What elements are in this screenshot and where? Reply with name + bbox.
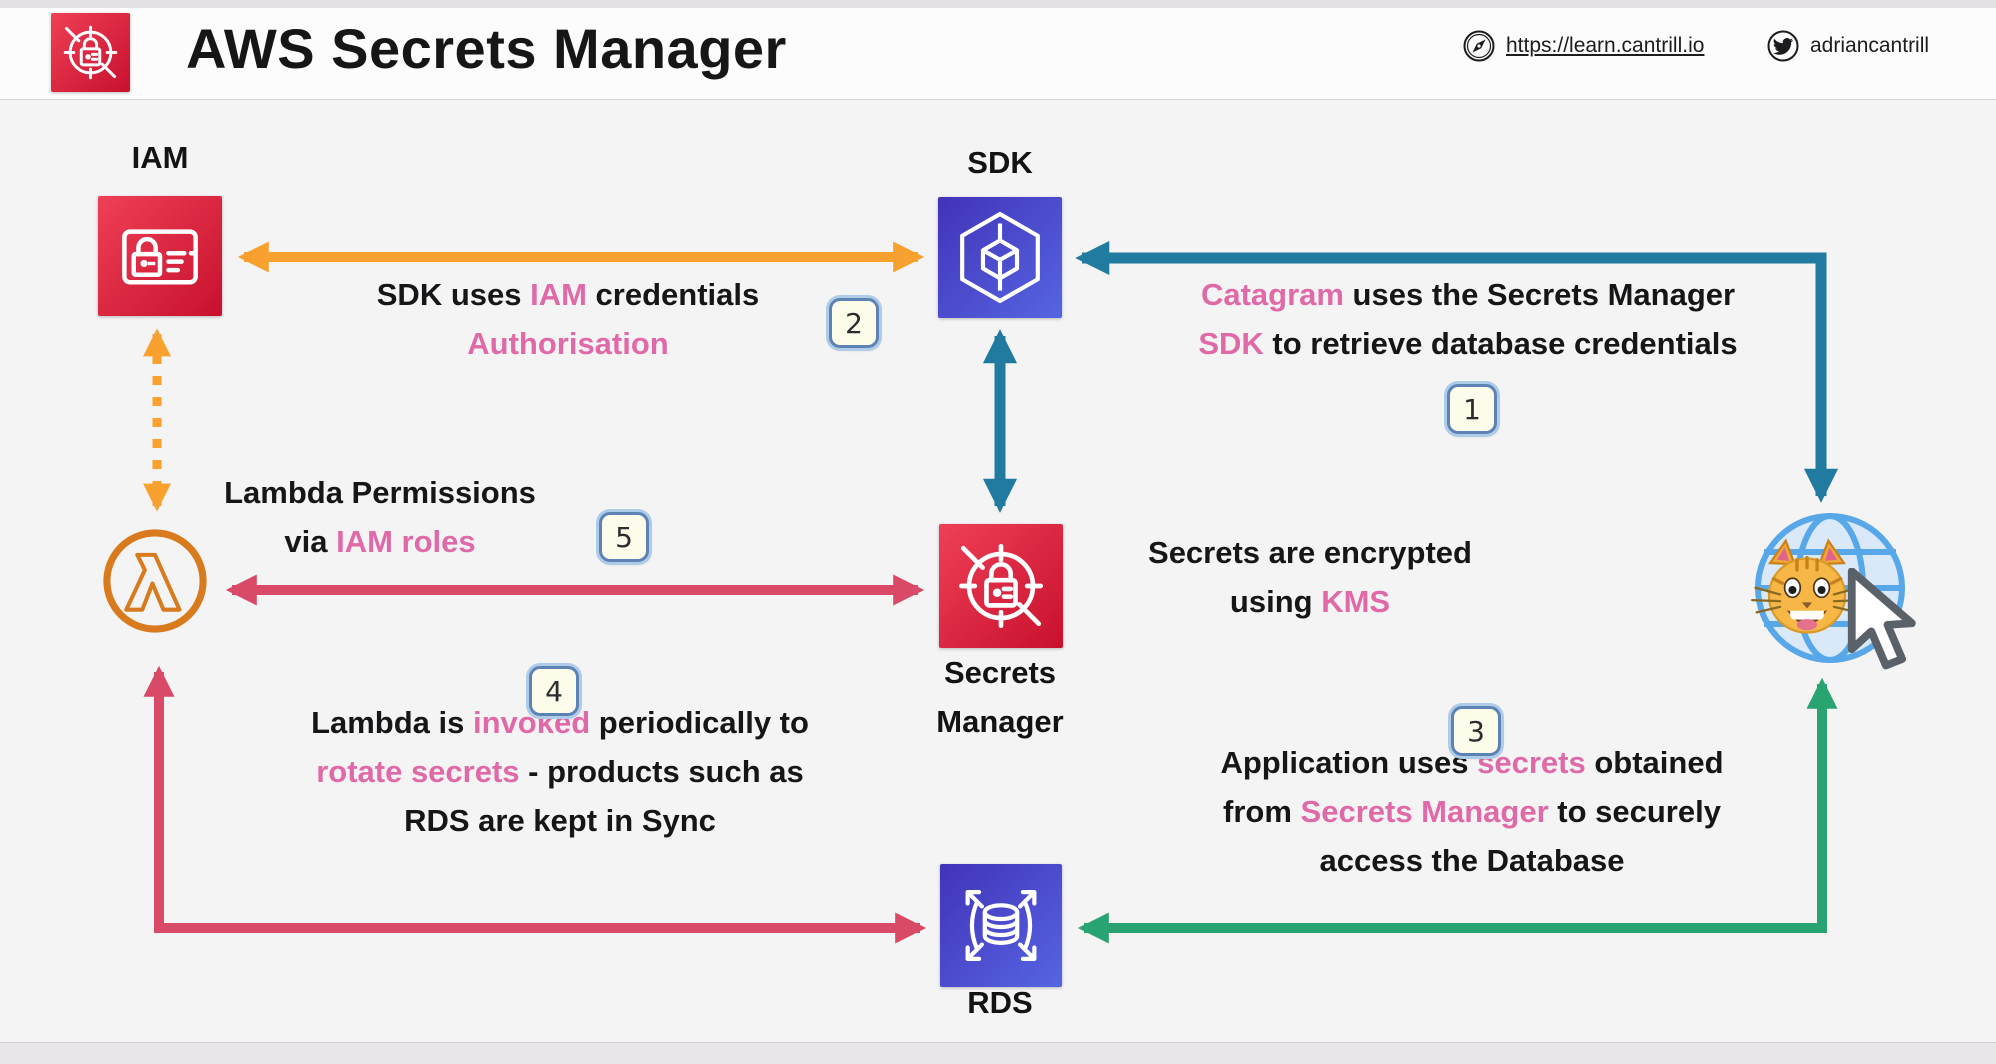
secrets-manager-icon xyxy=(939,524,1063,648)
twitter-group: adriancantrill xyxy=(1766,0,1929,92)
note-line: Catagram uses the Secrets Manager xyxy=(1200,277,1736,312)
note-line: using KMS xyxy=(1229,584,1391,619)
note-line: RDS are kept in Sync xyxy=(404,803,716,838)
rds-icon xyxy=(940,864,1062,987)
note-line: Lambda Permissions xyxy=(224,475,536,510)
note-line: Authorisation xyxy=(467,326,669,361)
note-sdk-iam-credentials: SDK uses IAM credentials Authorisation xyxy=(268,270,868,368)
header-bar xyxy=(0,8,1996,100)
note-line: access the Database xyxy=(1319,843,1625,878)
step-badge-4: 4 xyxy=(529,666,579,716)
note-line: Secrets are encrypted xyxy=(1148,535,1472,570)
secrets-manager-logo-icon xyxy=(51,13,130,92)
twitter-icon xyxy=(1767,30,1799,62)
page-title: AWS Secrets Manager xyxy=(186,17,787,80)
note-line: from Secrets Manager to securely xyxy=(1223,794,1721,829)
cat-face-icon xyxy=(1751,534,1863,646)
note-line: SDK uses IAM credentials xyxy=(376,277,760,312)
window-top-strip xyxy=(0,0,1996,8)
step-badge-2: 2 xyxy=(829,298,879,348)
step-badge-1: 1 xyxy=(1447,384,1497,434)
compass-icon xyxy=(1463,30,1495,62)
rds-label: RDS xyxy=(967,985,1033,1020)
site-link-group: https://learn.cantrill.io xyxy=(1462,0,1704,92)
lambda-icon xyxy=(101,527,209,635)
note-application-database: Application uses secrets obtained from S… xyxy=(1122,738,1822,885)
note-lambda-permissions: Lambda Permissions via IAM roles xyxy=(145,468,615,566)
step-badge-3: 3 xyxy=(1451,706,1501,756)
window-bottom-strip xyxy=(0,1042,1996,1064)
note-lambda-rotation: Lambda is invoked periodically to rotate… xyxy=(210,698,910,845)
note-line: rotate secrets - products such as xyxy=(316,754,804,789)
iam-label: IAM xyxy=(131,140,189,175)
secrets-manager-label-line2: Manager xyxy=(936,704,1064,739)
note-kms-encryption: Secrets are encrypted using KMS xyxy=(1060,528,1560,626)
mouse-cursor-icon xyxy=(1842,567,1920,672)
twitter-handle[interactable]: adriancantrill xyxy=(1810,34,1930,57)
iam-icon xyxy=(98,196,222,316)
note-line: via IAM roles xyxy=(284,524,476,559)
sdk-label: SDK xyxy=(967,145,1033,180)
step-badge-5: 5 xyxy=(599,512,649,562)
sdk-icon xyxy=(938,197,1062,318)
note-catagram-sdk: Catagram uses the Secrets Manager SDK to… xyxy=(1118,270,1818,368)
secrets-manager-label-line1: Secrets xyxy=(943,655,1057,690)
site-url-link[interactable]: https://learn.cantrill.io xyxy=(1506,34,1705,57)
note-line: SDK to retrieve database credentials xyxy=(1198,326,1738,361)
